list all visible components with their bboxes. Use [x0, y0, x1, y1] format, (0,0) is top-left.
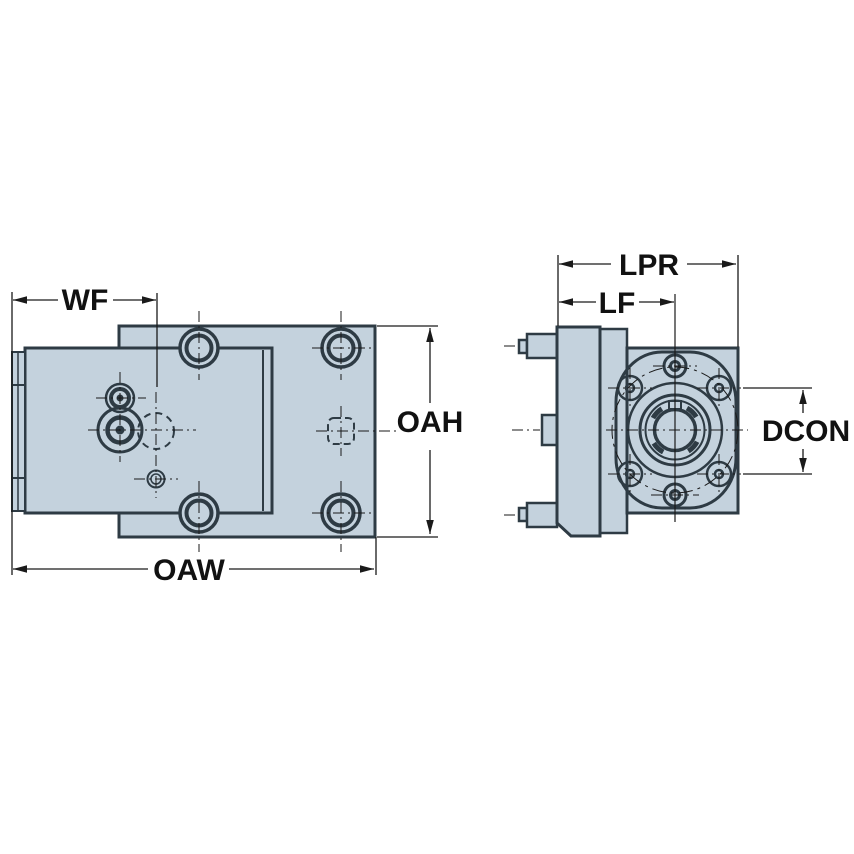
dimension-label-wf: WF — [62, 284, 109, 317]
body-block — [23, 346, 274, 515]
hidden-pocket-square — [327, 417, 355, 445]
dimensions — [11, 255, 812, 575]
clamping-studs — [517, 332, 559, 529]
dimension-label-lf: LF — [599, 287, 636, 320]
front-view — [504, 294, 748, 538]
top-view — [11, 311, 396, 552]
dimension-label-oaw: OAW — [153, 554, 225, 587]
dimension-label-oah: OAH — [397, 406, 464, 439]
centerlines-top-view — [88, 311, 396, 552]
dimension-label-dcon: DCON — [762, 415, 850, 448]
dimension-label-lpr: LPR — [619, 249, 679, 282]
spacer-strip-edge — [598, 327, 629, 535]
plate-edge — [555, 325, 602, 538]
